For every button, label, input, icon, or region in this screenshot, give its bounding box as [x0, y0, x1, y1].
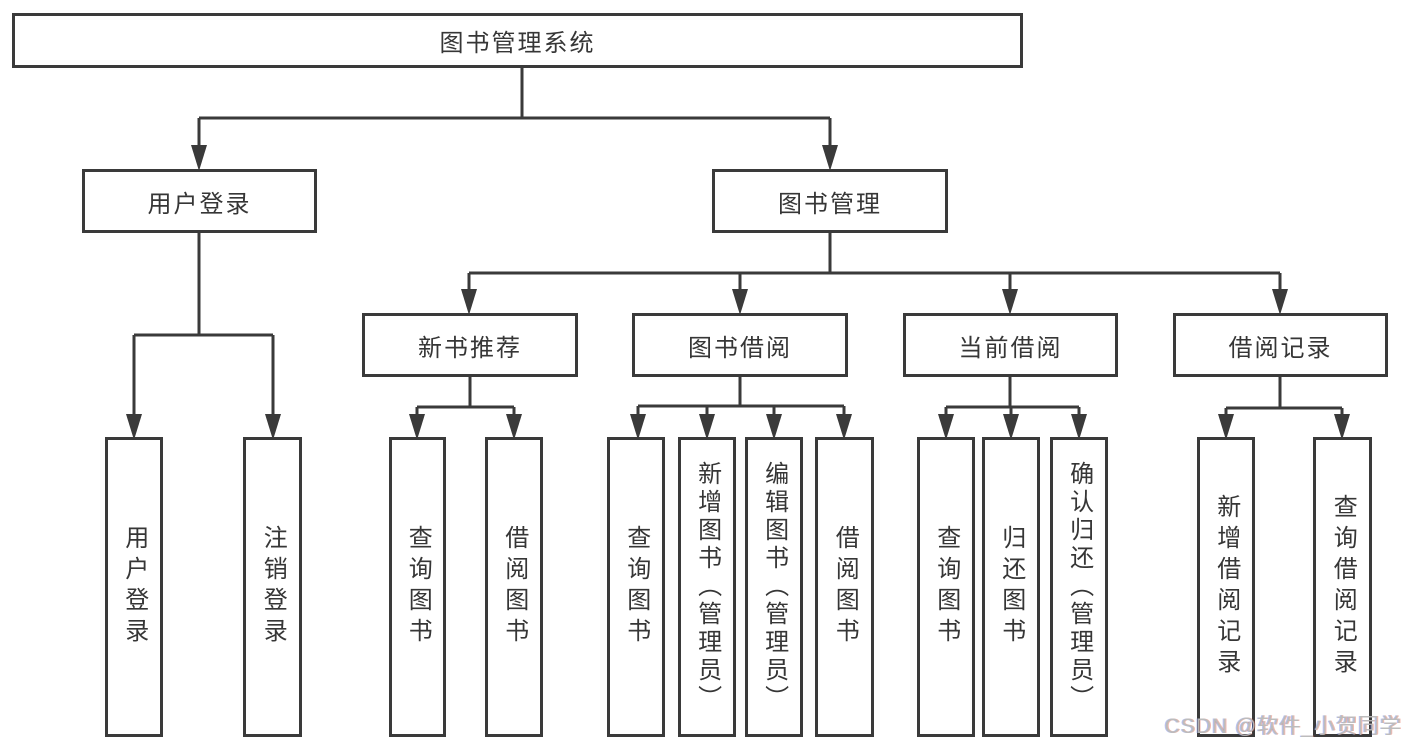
leaf-confirm-return-admin-label: 确认归还（管理员）	[1065, 461, 1093, 713]
node-user-login-label: 用户登录	[147, 190, 252, 218]
leaf-logout: 注销登录	[243, 437, 302, 737]
node-book-management-label: 图书管理	[778, 190, 882, 218]
node-new-book-recommend-label: 新书推荐	[418, 334, 522, 362]
leaf-edit-book-admin: 编辑图书（管理员）	[745, 437, 803, 737]
node-root-system: 图书管理系统	[12, 13, 1023, 68]
node-current-borrowing: 当前借阅	[903, 313, 1118, 377]
node-user-login: 用户登录	[82, 169, 317, 233]
leaf-borrow-books-borrowing: 借阅图书	[815, 437, 874, 737]
leaf-user-login: 用户登录	[105, 437, 163, 737]
leaf-query-books-newbooks: 查询图书	[389, 437, 446, 737]
leaf-query-books-current-label: 查询图书	[932, 525, 960, 649]
csdn-watermark: CSDN @软件_小贺同学	[1164, 715, 1402, 738]
node-borrow-records-label: 借阅记录	[1228, 334, 1333, 362]
leaf-add-borrow-record: 新增借阅记录	[1197, 437, 1255, 737]
node-book-management: 图书管理	[712, 169, 948, 233]
leaf-add-book-admin-label: 新增图书（管理员）	[693, 461, 721, 713]
node-book-borrowing-label: 图书借阅	[688, 334, 792, 362]
leaf-query-borrow-record-label: 查询借阅记录	[1329, 494, 1357, 680]
node-book-borrowing: 图书借阅	[632, 313, 848, 377]
leaf-edit-book-admin-label: 编辑图书（管理员）	[760, 461, 788, 713]
leaf-confirm-return-admin: 确认归还（管理员）	[1050, 437, 1108, 737]
leaf-query-books-borrowing-label: 查询图书	[622, 525, 650, 649]
leaf-query-books-newbooks-label: 查询图书	[404, 525, 432, 649]
leaf-borrow-books-newbooks-label: 借阅图书	[500, 525, 528, 649]
leaf-user-login-label: 用户登录	[120, 525, 148, 649]
leaf-logout-label: 注销登录	[259, 525, 287, 649]
leaf-borrow-books-borrowing-label: 借阅图书	[831, 525, 859, 649]
node-new-book-recommend: 新书推荐	[362, 313, 578, 377]
leaf-query-books-current: 查询图书	[917, 437, 975, 737]
leaf-query-borrow-record: 查询借阅记录	[1313, 437, 1372, 737]
leaf-borrow-books-newbooks: 借阅图书	[485, 437, 543, 737]
leaf-return-book: 归还图书	[982, 437, 1040, 737]
node-root-label: 图书管理系统	[439, 30, 596, 57]
node-borrow-records: 借阅记录	[1173, 313, 1388, 377]
leaf-add-book-admin: 新增图书（管理员）	[678, 437, 736, 737]
leaf-return-book-label: 归还图书	[997, 525, 1025, 649]
node-current-borrowing-label: 当前借阅	[958, 334, 1063, 362]
leaf-add-borrow-record-label: 新增借阅记录	[1212, 494, 1240, 680]
leaf-query-books-borrowing: 查询图书	[607, 437, 665, 737]
